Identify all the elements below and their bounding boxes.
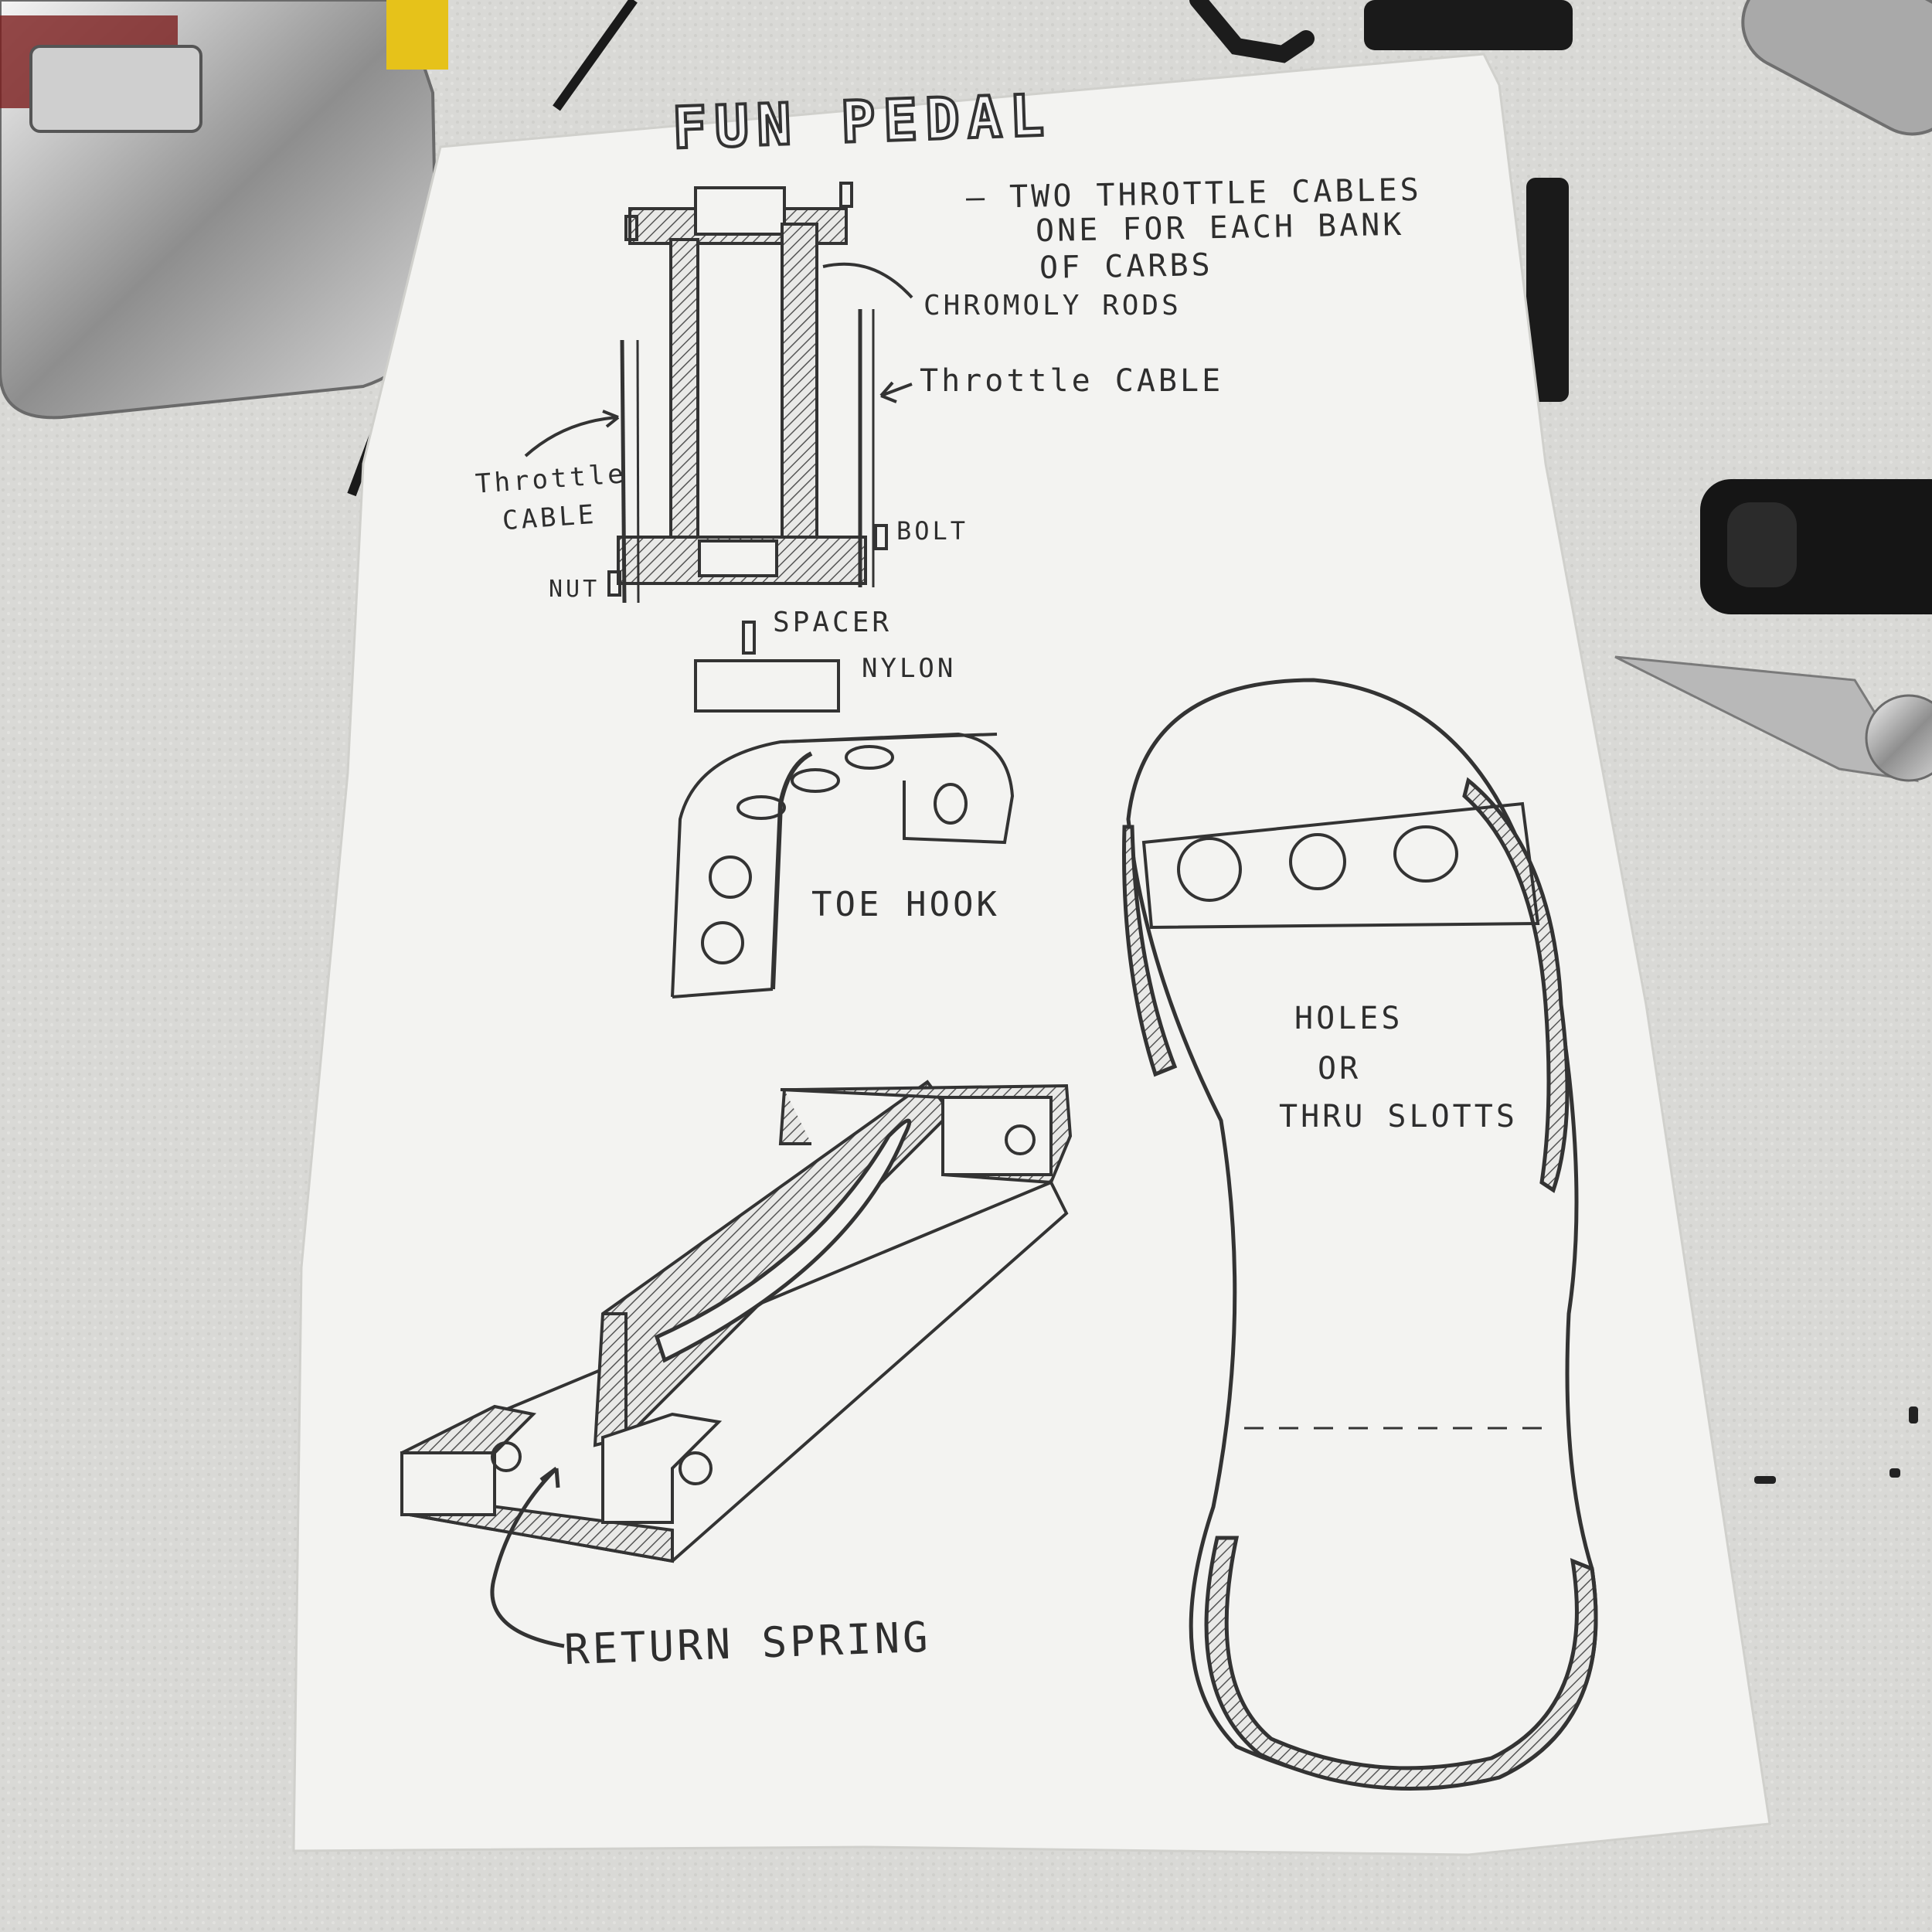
label-bolt: BOLT: [896, 516, 969, 546]
spacer-shape: [742, 621, 756, 655]
label-thru-slotts: THRU SLOTTS: [1279, 1099, 1518, 1134]
knurled-handle: [1741, 0, 1932, 136]
note-line-2: ONE FOR EACH BANK: [1035, 206, 1405, 250]
label-throttle-cable-right: Throttle CABLE: [920, 363, 1224, 399]
tape-measure-icon: [0, 0, 448, 420]
label-holes-or: OR: [1318, 1051, 1362, 1087]
hobby-knife-icon: [1614, 655, 1932, 782]
page-title: FUN PEDAL: [670, 80, 1055, 163]
chromoly-rod-right: [781, 223, 818, 539]
pedal-sole-drawing: [1122, 678, 1598, 1791]
label-spacer: SPACER: [773, 607, 893, 638]
pedal-frame-drawing: [524, 182, 913, 713]
label-nut: NUT: [549, 576, 600, 603]
nylon-block: [694, 659, 840, 713]
label-holes: HOLES: [1294, 1001, 1403, 1036]
label-throttle-cable-left-2: CABLE: [501, 498, 598, 537]
label-chromoly-rods: CHROMOLY RODS: [923, 290, 1182, 321]
note-line-3: OF CARBS: [1039, 247, 1214, 286]
chromoly-rod-left: [669, 238, 699, 558]
marker-icon: [1700, 479, 1932, 614]
label-nylon: NYLON: [862, 653, 957, 684]
label-toe-hook: TOE HOOK: [811, 885, 1000, 924]
pencil-specks: [1754, 1406, 1918, 1484]
toe-hook-drawing: [671, 732, 1015, 998]
pedal-base-drawing: [400, 1080, 1073, 1648]
